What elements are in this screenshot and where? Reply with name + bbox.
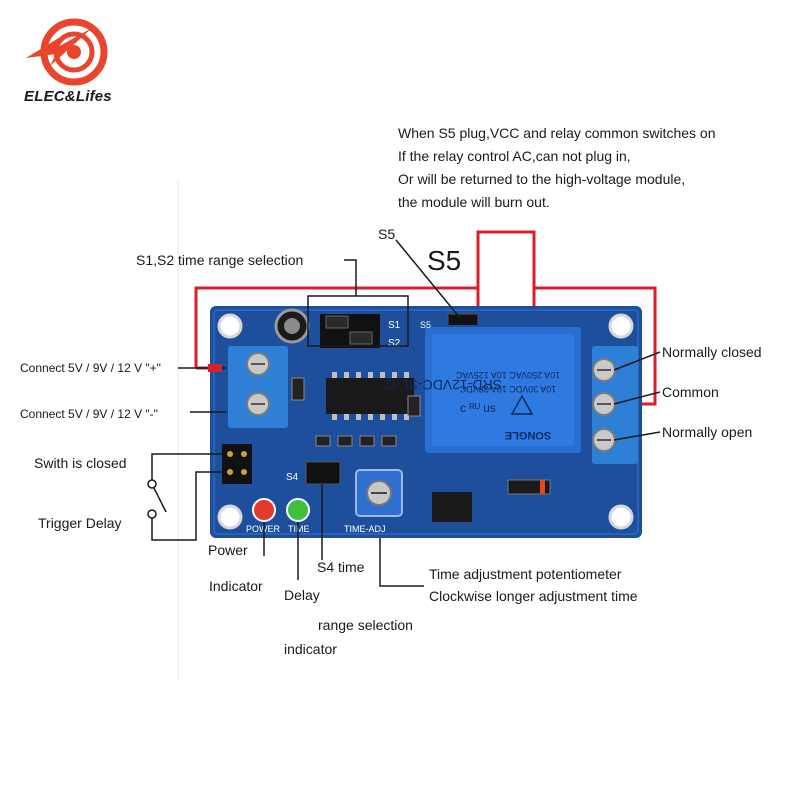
label-power: Power bbox=[208, 542, 248, 558]
s1-jumper-cap bbox=[325, 315, 349, 329]
label-delay: Delay bbox=[284, 587, 320, 603]
brand-logo bbox=[26, 18, 108, 86]
logo-swoosh bbox=[26, 28, 92, 66]
relay-spec2-text: 10A 30VDC 10A 28VDC bbox=[459, 384, 556, 394]
leader-com bbox=[613, 391, 661, 405]
note-line-1: When S5 plug,VCC and relay common switch… bbox=[398, 125, 716, 141]
timer-ic bbox=[326, 378, 414, 414]
relay-cert-mark: c ᴿᵁ us bbox=[460, 401, 496, 415]
relay-warning-triangle bbox=[510, 394, 534, 415]
switch-blade bbox=[151, 483, 167, 513]
mount-hole-tr bbox=[608, 313, 634, 339]
time-led bbox=[286, 498, 310, 522]
s2-jumper-cap bbox=[349, 331, 373, 345]
s4-jumper bbox=[305, 461, 341, 485]
leader-nc bbox=[613, 351, 661, 371]
driver-transistor bbox=[432, 492, 472, 522]
switch-contact-bottom bbox=[147, 509, 157, 519]
silk-s2: S2 bbox=[388, 338, 401, 349]
label-s5-small: S5 bbox=[378, 226, 396, 242]
mount-hole-bl bbox=[217, 504, 243, 530]
label-switch-closed: Swith is closed bbox=[34, 455, 127, 471]
leader-s1s2-bracket bbox=[307, 295, 409, 347]
diode-band bbox=[540, 480, 545, 494]
leader-s1s2 bbox=[344, 259, 357, 296]
wire-vcc-to-s5 bbox=[194, 230, 657, 406]
relay-brand-text: SONGLE bbox=[505, 429, 551, 441]
trigger-pin-2 bbox=[241, 451, 247, 457]
trigger-header bbox=[222, 444, 252, 484]
ic-pins bbox=[332, 372, 409, 420]
label-indicator: Indicator bbox=[209, 578, 263, 594]
trigger-pin-1 bbox=[227, 451, 233, 457]
label-s5-big: S5 bbox=[427, 245, 462, 276]
label-range-selection: range selection bbox=[318, 617, 413, 633]
flyback-diode bbox=[507, 479, 551, 495]
mount-hole-br bbox=[608, 504, 634, 530]
capacitor-top bbox=[284, 318, 300, 334]
smd-resistors bbox=[291, 377, 421, 447]
power-led bbox=[252, 498, 276, 522]
label-common: Common bbox=[662, 384, 719, 400]
silk-s4: S4 bbox=[286, 472, 299, 483]
label-normally-closed: Normally closed bbox=[662, 344, 762, 360]
label-trigger-delay: Trigger Delay bbox=[38, 515, 122, 531]
label-normally-open: Normally open bbox=[662, 424, 753, 440]
brand-name: ELEC&Lifes bbox=[24, 88, 112, 105]
label-time-adj-1: Time adjustment potentiometer bbox=[429, 566, 622, 582]
label-vcc-plus: Connect 5V / 9V / 12 V "+" bbox=[20, 361, 161, 375]
silk-s1: S1 bbox=[388, 320, 401, 331]
leader-switch-bottom bbox=[151, 471, 222, 541]
note-line-4: the module will burn out. bbox=[398, 194, 550, 210]
leader-no bbox=[613, 431, 661, 441]
label-s1s2-range: S1,S2 time range selection bbox=[136, 252, 304, 268]
silk-s5: S5 bbox=[420, 320, 431, 330]
label-time-adj-2: Clockwise longer adjustment time bbox=[429, 588, 638, 604]
relay-face bbox=[432, 334, 574, 446]
note-line-3: Or will be returned to the high-voltage … bbox=[398, 171, 686, 187]
mount-hole-tl bbox=[217, 313, 243, 339]
silk-time-adj: TIME-ADJ bbox=[344, 524, 386, 534]
leader-s5 bbox=[395, 239, 461, 319]
note-line-2: If the relay control AC,can not plug in, bbox=[398, 148, 631, 164]
trigger-pin-4 bbox=[241, 469, 247, 475]
label-s4-time: S4 time bbox=[317, 559, 365, 575]
relay-spec1-text: 10A 250VAC 10A 125VAC bbox=[455, 370, 560, 380]
switch-contact-top bbox=[147, 479, 157, 489]
leader-switch-top bbox=[151, 453, 222, 484]
label-indicator-2: indicator bbox=[284, 641, 337, 657]
leader-time-adj bbox=[379, 538, 424, 587]
relay-model-text: SRD-12VDC-SL-C bbox=[386, 377, 502, 393]
power-terminal bbox=[228, 346, 288, 428]
logo-dot bbox=[67, 45, 81, 59]
label-vcc-minus: Connect 5V / 9V / 12 V "-" bbox=[20, 407, 158, 421]
vcc-plus-red-mark bbox=[208, 364, 222, 372]
s5-warning-note: When S5 plug,VCC and relay common switch… bbox=[398, 122, 715, 214]
pcb-board: SRD-12VDC-SL-C 10A 250VAC 10A 125VAC 10A… bbox=[210, 306, 642, 538]
trigger-pin-3 bbox=[227, 469, 233, 475]
